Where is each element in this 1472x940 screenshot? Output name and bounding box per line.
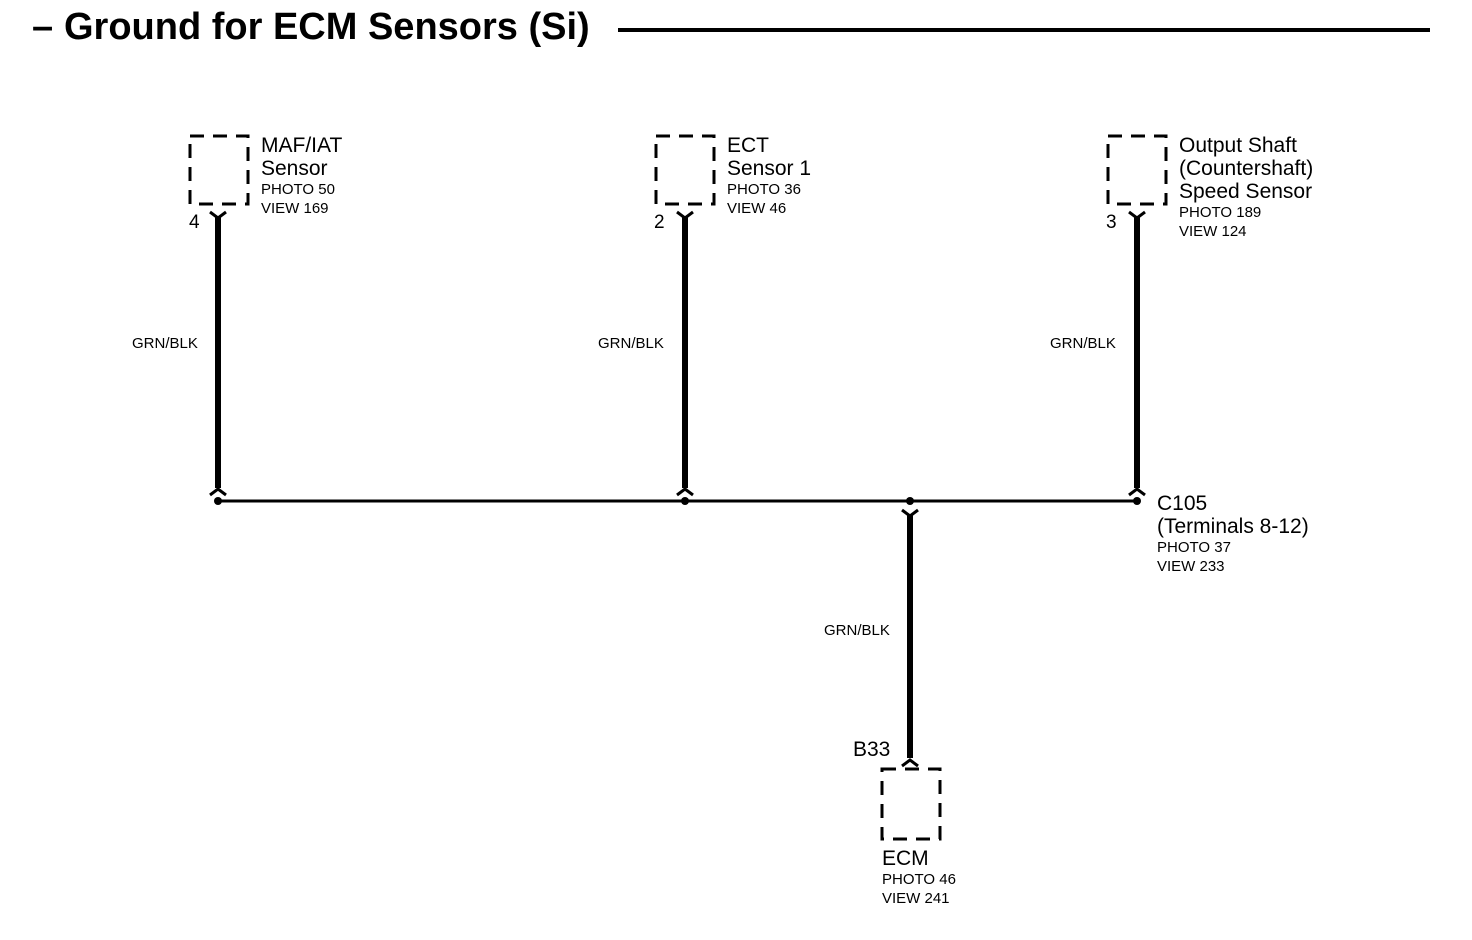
output-shaft-junction-terminal-icon xyxy=(1128,487,1146,497)
maf-iat-junction-terminal-icon xyxy=(209,487,227,497)
ecm-view-ref: VIEW 241 xyxy=(882,890,950,907)
ecm-connector-box xyxy=(880,767,942,841)
diagram-title: Ground for ECM Sensors (Si) xyxy=(64,6,590,48)
output-shaft-name-line-3: Speed Sensor xyxy=(1179,180,1313,203)
output-shaft-name-line-2: (Countershaft) xyxy=(1179,157,1314,180)
ect-sensor-label: ECT Sensor 1 PHOTO 36 VIEW 46 xyxy=(727,134,811,218)
c105-junction-label: C105 (Terminals 8-12) PHOTO 37 VIEW 233 xyxy=(1157,492,1309,576)
output-shaft-terminal-icon xyxy=(1128,210,1146,220)
maf-iat-pin-number: 4 xyxy=(189,212,200,233)
ecm-wire-color-label: GRN/BLK xyxy=(824,622,890,639)
ecm-pin-number: B33 xyxy=(853,738,891,761)
maf-iat-junction-dot xyxy=(214,497,222,505)
maf-iat-photo-ref: PHOTO 50 xyxy=(261,181,335,198)
ect-photo-ref: PHOTO 36 xyxy=(727,181,801,198)
maf-iat-view-ref: VIEW 169 xyxy=(261,200,329,217)
ecm-label: ECM PHOTO 46 VIEW 241 xyxy=(882,847,956,908)
ect-connector-box xyxy=(654,134,716,206)
maf-iat-sensor-label: MAF/IAT Sensor PHOTO 50 VIEW 169 xyxy=(261,134,342,218)
maf-iat-name-line-1: MAF/IAT xyxy=(261,134,343,157)
output-shaft-wire-color-label: GRN/BLK xyxy=(1050,335,1116,352)
ect-view-ref: VIEW 46 xyxy=(727,200,787,217)
maf-iat-terminal-icon xyxy=(209,210,227,220)
ecm-terminal-icon xyxy=(901,758,919,768)
c105-view-ref: VIEW 233 xyxy=(1157,558,1225,575)
title-dash: – xyxy=(32,6,54,48)
ecm-name: ECM xyxy=(882,847,929,870)
output-shaft-view-ref: VIEW 124 xyxy=(1179,223,1247,240)
ect-terminal-icon xyxy=(676,210,694,220)
output-shaft-photo-ref: PHOTO 189 xyxy=(1179,204,1262,221)
c105-photo-ref: PHOTO 37 xyxy=(1157,539,1231,556)
c105-name-line-2: (Terminals 8-12) xyxy=(1157,515,1309,538)
ect-wire-color-label: GRN/BLK xyxy=(598,335,664,352)
output-shaft-name-line-1: Output Shaft xyxy=(1179,134,1297,157)
output-shaft-pin-number: 3 xyxy=(1106,212,1117,233)
maf-iat-name-line-2: Sensor xyxy=(261,157,328,180)
c105-name-line-1: C105 xyxy=(1157,492,1208,515)
ect-pin-number: 2 xyxy=(654,212,665,233)
ect-junction-terminal-icon xyxy=(676,487,694,497)
title-rule xyxy=(618,28,1430,32)
output-shaft-connector-box xyxy=(1106,134,1168,206)
ect-junction-dot xyxy=(681,497,689,505)
output-shaft-sensor-label: Output Shaft (Countershaft) Speed Sensor… xyxy=(1179,134,1313,241)
maf-iat-wire-color-label: GRN/BLK xyxy=(132,335,198,352)
ecm-junction-dot xyxy=(906,497,914,505)
ecm-junction-terminal-icon xyxy=(901,508,919,518)
ect-name-line-2: Sensor 1 xyxy=(727,157,812,180)
maf-iat-connector-box xyxy=(188,134,250,206)
ecm-photo-ref: PHOTO 46 xyxy=(882,871,956,888)
ect-name-line-1: ECT xyxy=(727,134,769,157)
output-shaft-junction-dot xyxy=(1133,497,1141,505)
